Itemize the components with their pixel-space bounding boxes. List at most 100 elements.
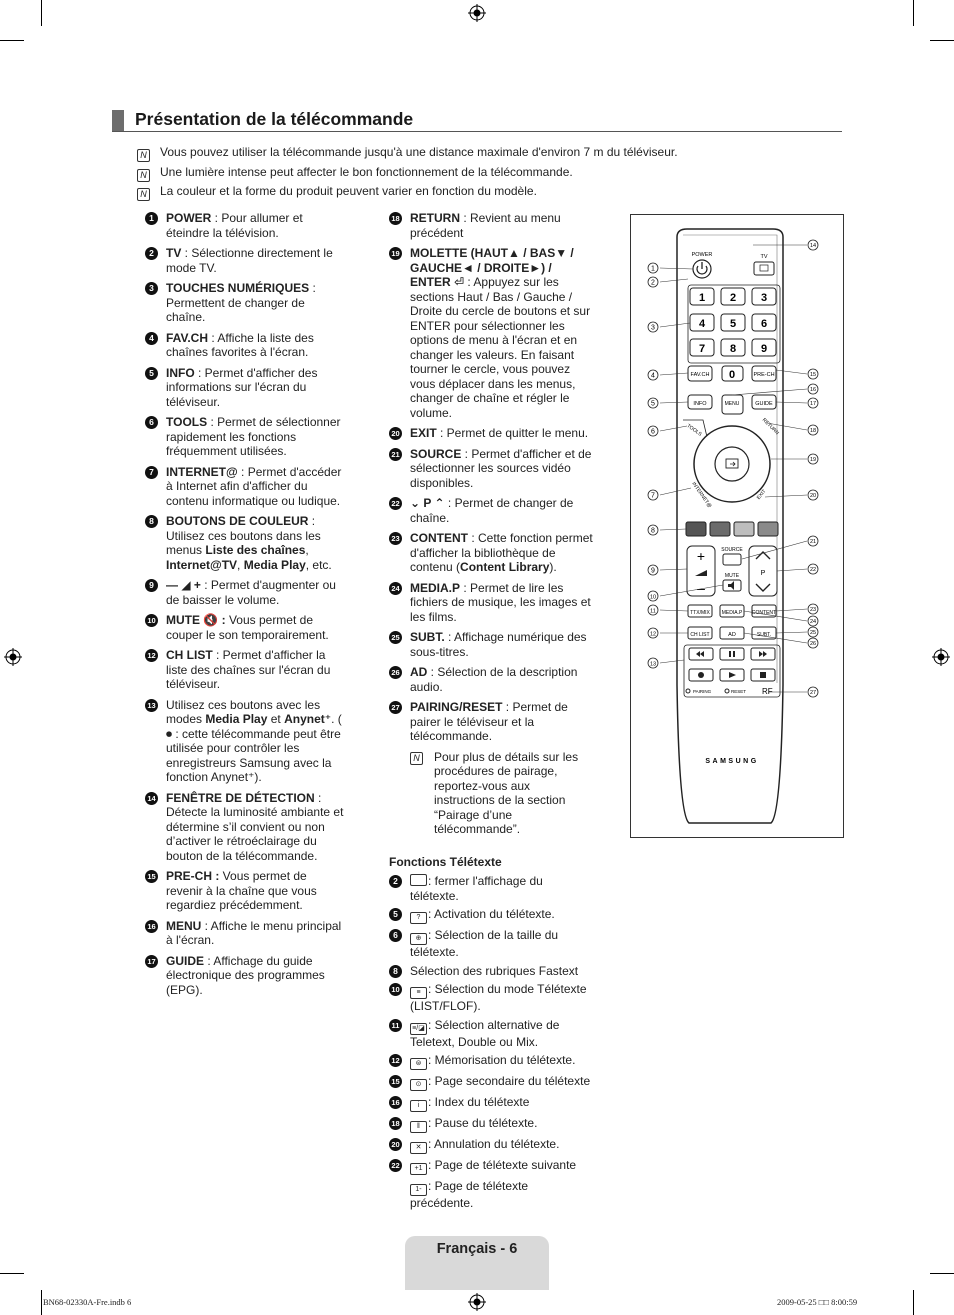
callout-leader-line: [659, 278, 689, 283]
callout-number: 3: [651, 324, 655, 331]
callout-circle: [807, 686, 819, 698]
teletext-icon: +1: [410, 1163, 427, 1175]
callout-leader-line: [764, 494, 808, 498]
callout-leader-line: [659, 372, 689, 376]
pairing-note: N Pour plus de détails sur les procédure…: [410, 750, 594, 837]
remote-illustration: POWER TV 1 2 3 4 5 6 7 8 9 FAV.CH 0 PRE-…: [630, 214, 844, 838]
reset-button[interactable]: [724, 688, 730, 694]
svg-text:CH LIST: CH LIST: [690, 632, 709, 638]
callout-number: 8: [651, 527, 655, 534]
fav-ch-button[interactable]: [687, 365, 713, 382]
svg-text:RESET: RESET: [731, 689, 746, 694]
source-button[interactable]: [722, 553, 742, 566]
digit-zero-button[interactable]: [721, 365, 744, 382]
callout-number: 15: [145, 870, 158, 883]
feature-item: 22⌄ P ⌃ : Permet de changer de chaîne.: [389, 496, 594, 525]
red-color-button[interactable]: [685, 521, 707, 537]
callout-number: 27: [389, 701, 402, 714]
digit-button[interactable]: [689, 338, 715, 357]
registration-mark-icon: [468, 1293, 486, 1311]
callout-number: 8: [145, 515, 158, 528]
callout-circle: [807, 368, 819, 380]
callout-number: 7: [145, 465, 158, 479]
exit-button[interactable]: EXIT: [756, 489, 768, 501]
teletext-item: 6⊕: Sélection de la taille du télétexte.: [389, 928, 594, 960]
callout-leader-line: [743, 610, 808, 622]
digit-button[interactable]: [720, 338, 746, 357]
green-color-button[interactable]: [709, 521, 731, 537]
crop-mark: [930, 1273, 954, 1274]
callout-number: 15: [810, 372, 816, 378]
callout-number: 2: [145, 247, 158, 260]
callout-leader-line: [659, 528, 687, 531]
digit-button[interactable]: [751, 338, 777, 357]
svg-text:AD: AD: [728, 632, 736, 638]
callout-circle: [807, 397, 819, 409]
callout-number: 14: [810, 243, 816, 249]
callout-leader-line: [776, 568, 808, 572]
callout-number: 17: [145, 954, 158, 968]
callout-circle: [647, 425, 659, 437]
svg-text:+: +: [697, 548, 705, 564]
digit-button[interactable]: [720, 313, 746, 332]
callout-number: 2: [651, 279, 655, 286]
callout-circle: [647, 657, 659, 669]
svg-text:–: –: [697, 580, 705, 596]
callout-number: 3: [145, 282, 158, 295]
callout-number: 12: [389, 1054, 402, 1067]
blue-color-button[interactable]: [757, 521, 779, 537]
teletext-item: 15⊙: Page secondaire du télétexte: [389, 1074, 594, 1091]
callout-circle: [807, 424, 819, 436]
yellow-color-button[interactable]: [733, 521, 755, 537]
digit-button[interactable]: [689, 313, 715, 332]
crop-mark: [930, 40, 954, 41]
teletext-item: 12⊜: Mémorisation du télétexte.: [389, 1053, 594, 1070]
callout-circle: [807, 535, 819, 547]
pairing-button[interactable]: [685, 688, 691, 694]
callout-leader-line: [741, 540, 808, 560]
callout-circle: [807, 637, 819, 649]
rf-label: RF: [762, 687, 773, 696]
pre-ch-button[interactable]: [751, 365, 777, 382]
print-info-right: 2009-05-25 □□ 8:00:59: [777, 1297, 858, 1307]
page-footer: Français - 6: [405, 1236, 549, 1290]
digit-button[interactable]: [751, 313, 777, 332]
digit-button[interactable]: [751, 287, 777, 306]
callout-circle: [647, 627, 659, 639]
feature-item: 9— ◢ + : Permet d'augmenter ou de baisse…: [145, 578, 345, 607]
callout-number: 24: [389, 581, 402, 595]
pause-button[interactable]: [719, 647, 745, 661]
note-icon: N: [137, 149, 150, 162]
callout-leader-line: [659, 401, 689, 404]
callout-number: 21: [810, 539, 816, 545]
svg-text:MUTE: MUTE: [725, 573, 740, 579]
svg-text:9: 9: [761, 343, 767, 355]
digit-button[interactable]: [720, 287, 746, 306]
callout-number: 20: [810, 493, 816, 499]
teletext-icon: [410, 874, 427, 886]
remote-control-diagram: POWER TV 1 2 3 4 5 6 7 8 9 FAV.CH 0 PRE-…: [647, 228, 819, 824]
callout-number: 26: [389, 666, 402, 679]
volume-rocker[interactable]: [686, 545, 716, 597]
registration-mark-icon: [4, 648, 22, 666]
tv-label: TV: [760, 254, 767, 260]
callout-circle: [647, 276, 659, 288]
digit-button[interactable]: [689, 287, 715, 306]
callout-circle: [647, 524, 659, 536]
crop-mark: [0, 1273, 24, 1274]
crop-mark: [41, 1290, 42, 1315]
callout-number: 1: [651, 265, 655, 272]
callout-leader-line: [743, 632, 808, 644]
tv-button[interactable]: [753, 261, 775, 276]
callout-number: 19: [389, 247, 402, 260]
svg-text:4: 4: [699, 318, 706, 330]
